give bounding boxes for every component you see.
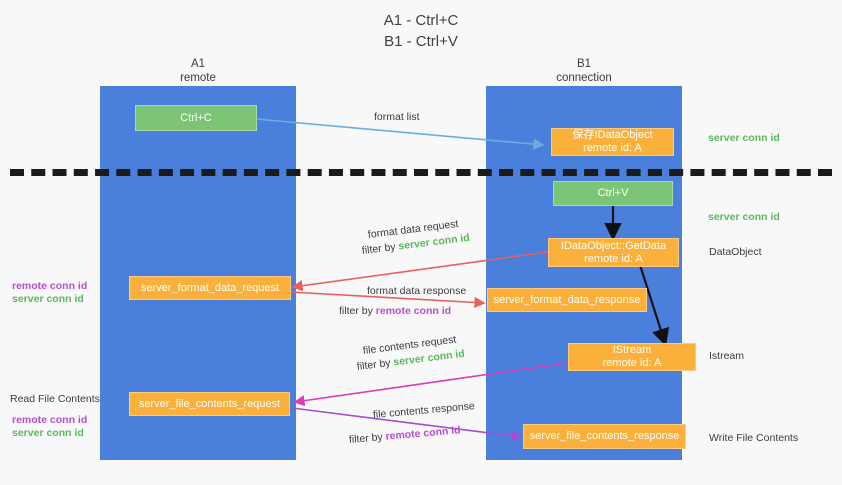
node-istream[interactable]: IStream remote id: A (568, 343, 696, 371)
annotation-dataobject: DataObject (709, 246, 762, 258)
node-server-file-contents-response[interactable]: server_file_contents_response (523, 424, 686, 449)
diagram-title: A1 - Ctrl+C B1 - Ctrl+V (383, 12, 459, 50)
filter-prefix: filter by (356, 356, 395, 373)
filter-prefix: filter by (361, 240, 400, 257)
annotation-server-conn-id-left-mid: server conn id (12, 293, 84, 305)
edge-label-file-contents-response-filter: filter by remote conn id (348, 424, 461, 447)
time-separator-dashed-line (10, 169, 832, 176)
node-server-file-contents-request[interactable]: server_file_contents_request (129, 392, 290, 416)
annotation-server-conn-id-mid: server conn id (708, 211, 780, 223)
edge-label-format-data-response: format data response (367, 285, 467, 297)
filter-key-remote-conn-id: remote conn id (385, 424, 462, 443)
node-ctrl-c[interactable]: Ctrl+C (135, 105, 257, 131)
node-ctrl-v[interactable]: Ctrl+V (553, 181, 673, 206)
edge-label-format-list: format list (374, 111, 420, 123)
edge-label-file-contents-response: file contents response (372, 400, 476, 421)
edge-label-format-data-response-filter: filter by remote conn id (339, 305, 451, 318)
filter-prefix: filter by (339, 305, 376, 317)
node-idataobject-getdata[interactable]: IDataObject::GetData remote id: A (548, 238, 679, 267)
lane-title-b1: B1 connection (556, 58, 612, 84)
node-server-format-data-request[interactable]: server_format_data_request (129, 276, 291, 300)
annotation-read-file-contents: Read File Contents (10, 393, 100, 405)
annotation-server-conn-id-top: server conn id (708, 132, 780, 144)
filter-key-remote-conn-id: remote conn id (375, 305, 452, 317)
annotation-remote-conn-id-mid: remote conn id (12, 280, 88, 292)
node-server-format-data-response[interactable]: server_format_data_response (487, 288, 647, 312)
filter-prefix: filter by (348, 430, 387, 446)
annotation-write-file-contents: Write File Contents (709, 432, 799, 444)
annotation-istream: Istream (709, 350, 745, 362)
annotation-server-conn-id-left-bottom: server conn id (12, 427, 84, 439)
node-save-idataobject[interactable]: 保存IDataObject remote id: A (551, 128, 674, 156)
lane-title-a1: A1 remote (180, 58, 216, 84)
annotation-remote-conn-id-bottom: remote conn id (12, 414, 88, 426)
